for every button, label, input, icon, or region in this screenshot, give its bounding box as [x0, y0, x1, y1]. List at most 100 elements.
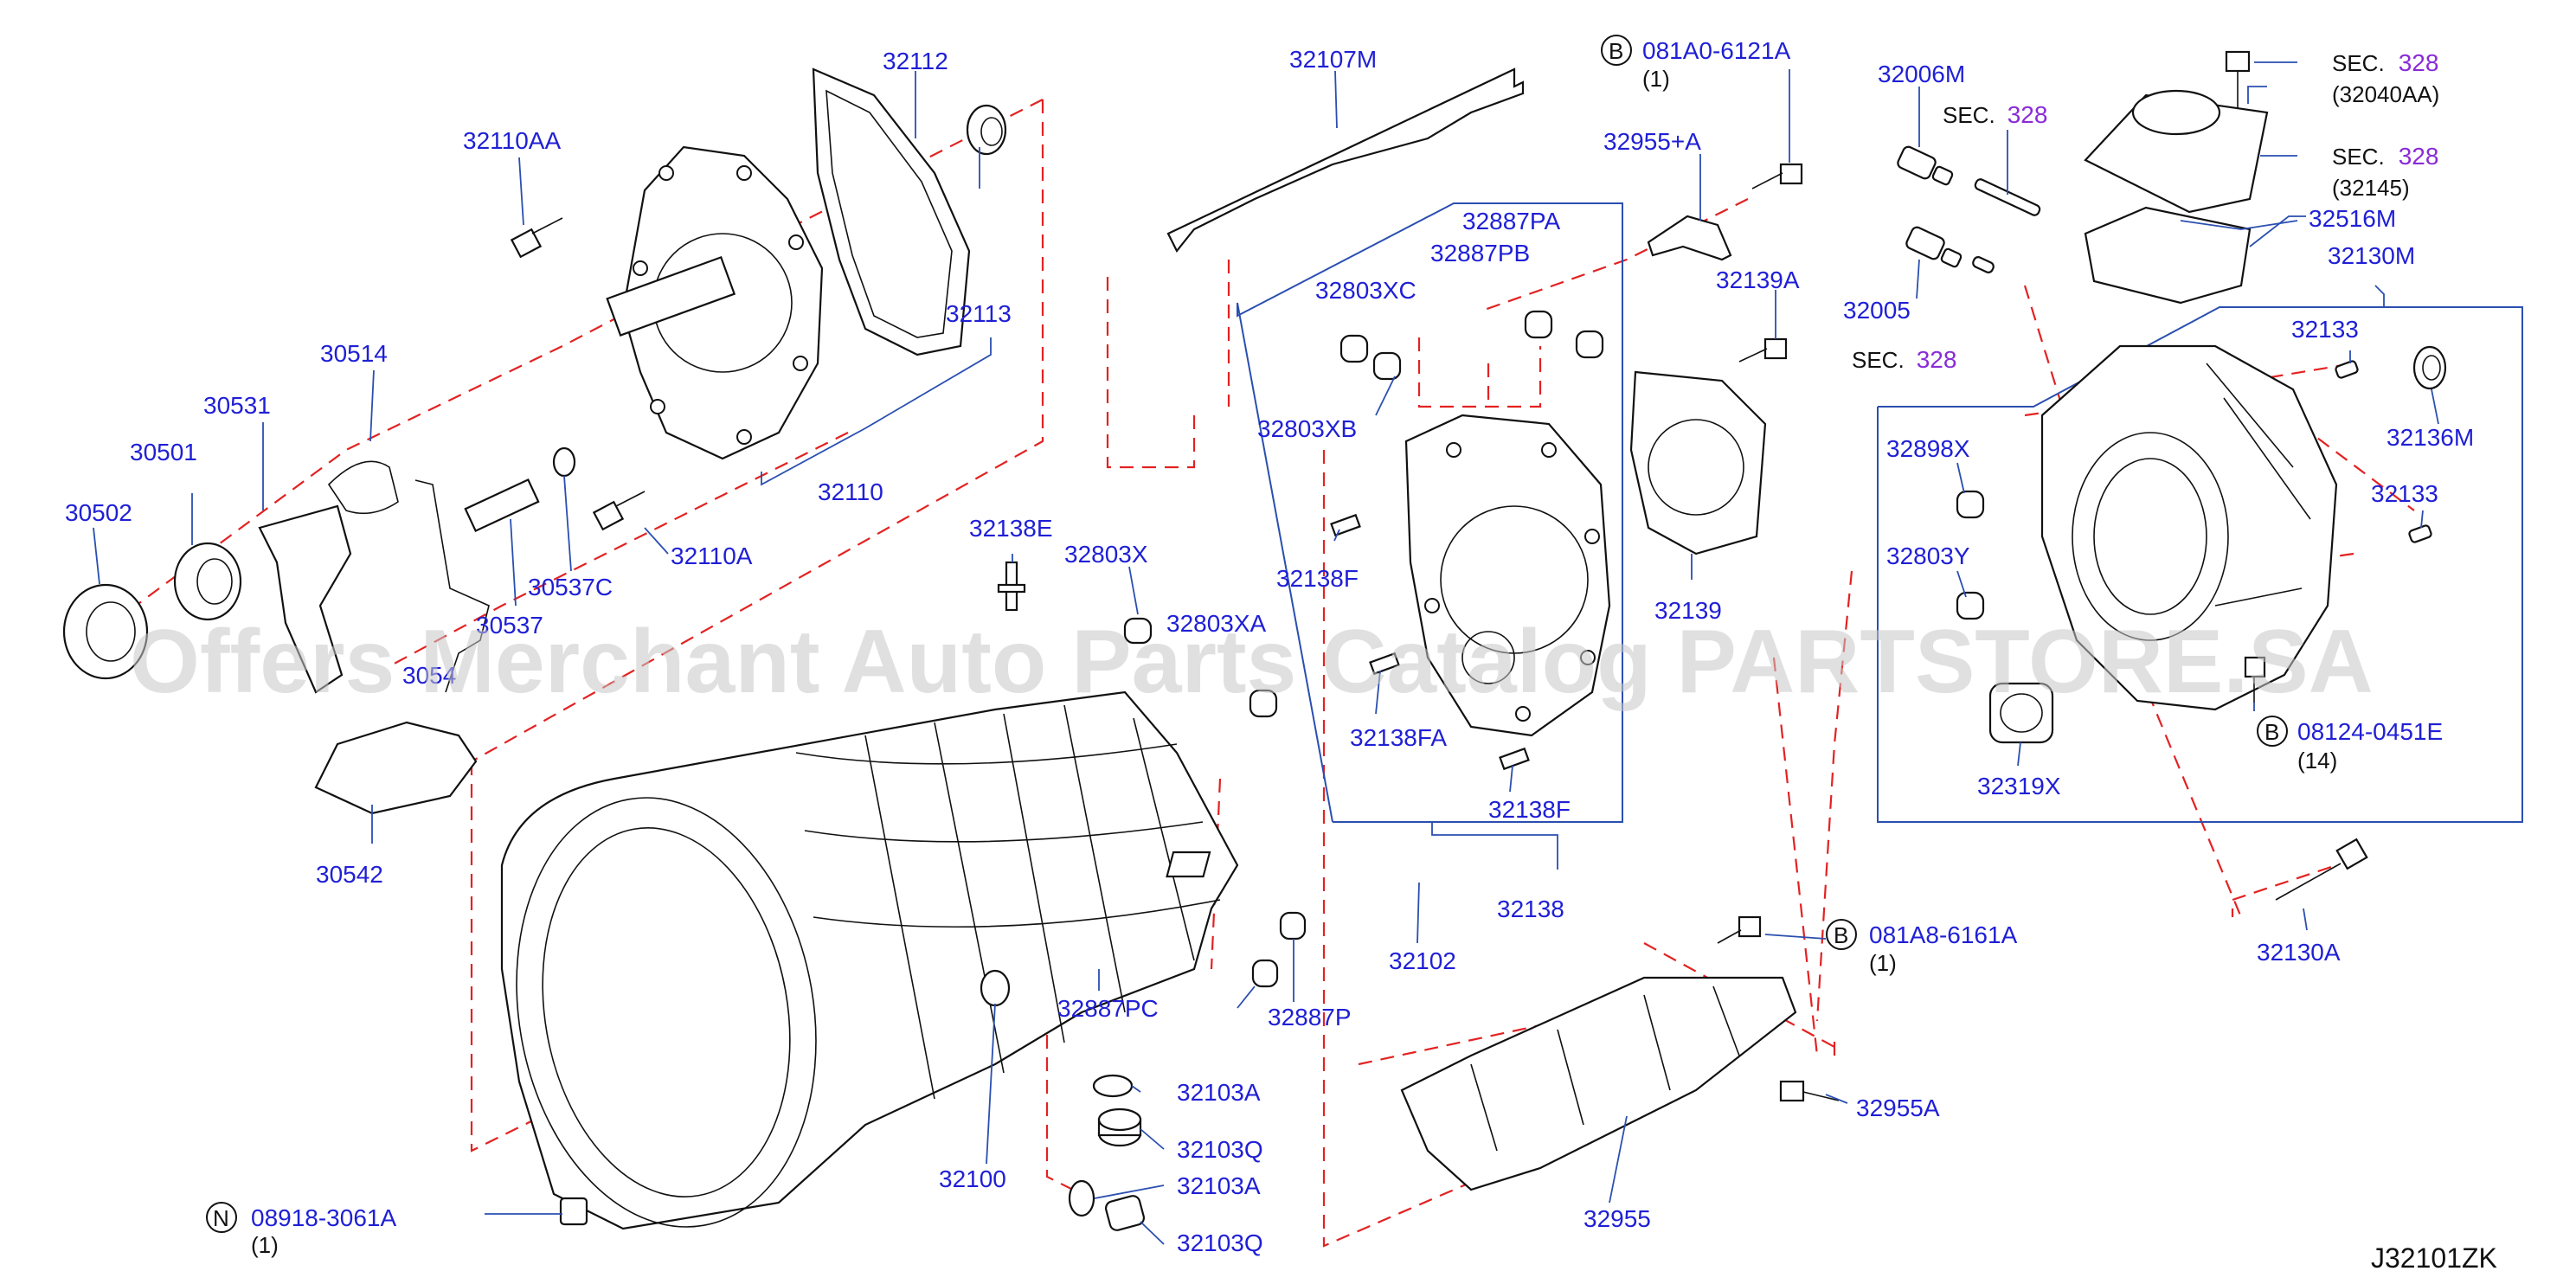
- part-30542-dust-boot: [314, 721, 478, 815]
- part-32107M-shift-rail: [1166, 67, 1525, 254]
- label-30537: 30537: [476, 612, 543, 639]
- label-32005: 32005: [1843, 297, 1911, 324]
- sec-ref-b: SEC.328: [1852, 346, 1956, 373]
- part-32006M-switch: [1897, 145, 1954, 186]
- part-32130A-bolt: [2275, 838, 2368, 901]
- part-32803XC-bushing: [1339, 334, 1369, 363]
- label-32112: 32112: [883, 48, 948, 74]
- watermark-text: Offers Merchant Auto Parts Catalog PARTS…: [130, 612, 2374, 712]
- label-32319X: 32319X: [1977, 773, 2061, 799]
- sec-ref-d-sub: (32145): [2332, 175, 2410, 201]
- section-references: SEC.328 SEC.328 SEC.328 (32040AA) SEC.32…: [1852, 49, 2439, 373]
- part-32103Q-plug-b: [1104, 1195, 1146, 1231]
- label-32103Q-a: 32103Q: [1177, 1136, 1263, 1163]
- group-box-32138: [1237, 202, 1623, 823]
- label-32138F-a: 32138F: [1276, 565, 1359, 592]
- part-32138-adapter-plate: [1404, 414, 1611, 737]
- part-32138E-stud: [997, 561, 1026, 612]
- part-081A0-6121A-bolt: [1751, 163, 1803, 189]
- sec-ref-d: SEC.328: [2332, 143, 2438, 170]
- svg-text:(1): (1): [1642, 66, 1670, 92]
- label-30537C: 30537C: [528, 574, 613, 600]
- sec-ref-c-sub: (32040AA): [2332, 81, 2439, 107]
- leader-lines: [93, 61, 2439, 1245]
- svg-text:B: B: [1834, 922, 1848, 948]
- label-32803X: 32803X: [1064, 541, 1148, 568]
- part-32898X-bushing: [1956, 490, 1985, 519]
- label-32130A: 32130A: [2257, 939, 2341, 966]
- fastener-callouts: B 081A0-6121A (1) B 08124-0451E (14) B 0…: [206, 35, 2443, 1258]
- part-32138FA-pin: [1369, 652, 1400, 676]
- label-32516M: 32516M: [2309, 205, 2396, 232]
- part-32040AA-bolt: [2225, 50, 2251, 108]
- part-08918-3061A-nut: [559, 1197, 588, 1226]
- svg-text:(14): (14): [2297, 748, 2337, 774]
- svg-text:(1): (1): [251, 1232, 279, 1258]
- part-32803Y-bushing: [1956, 591, 1985, 620]
- label-32138: 32138: [1497, 896, 1564, 922]
- part-32103A-washer-a: [1092, 1074, 1134, 1098]
- part-32955A-bolt: [1779, 1080, 1840, 1102]
- diagram-code: J32101ZK: [2371, 1242, 2497, 1274]
- svg-text:B: B: [2264, 719, 2279, 745]
- part-32130M-rear-case: [2040, 344, 2338, 711]
- label-32133-b: 32133: [2371, 480, 2438, 507]
- label-32887PC: 32887PC: [1057, 995, 1159, 1022]
- part-32803X-bushing: [1123, 617, 1153, 645]
- part-32103A-washer-b: [1068, 1179, 1095, 1217]
- part-32887P-bushing: [1279, 911, 1307, 941]
- label-32103A-b: 32103A: [1177, 1172, 1261, 1199]
- label-32139: 32139: [1654, 597, 1722, 624]
- part-08124-0451E-bolt: [2244, 656, 2266, 703]
- part-32138F-pin-a: [1330, 513, 1361, 537]
- label-32103Q-b: 32103Q: [1177, 1229, 1263, 1256]
- label-32100: 32100: [939, 1165, 1006, 1192]
- label-32102: 32102: [1389, 947, 1456, 974]
- part-32139-gasket: [1629, 370, 1767, 555]
- part-32136M-seal: [2412, 345, 2447, 390]
- part-32133-pin-b: [2408, 524, 2432, 543]
- fastener-081A8-6161A: B 081A8-6161A (1): [1826, 919, 2018, 976]
- svg-text:081A0-6121A: 081A0-6121A: [1642, 37, 1791, 64]
- svg-text:B: B: [1609, 38, 1623, 64]
- group-box-32130M: [1877, 306, 2523, 823]
- part-081A8-6161A-bolt: [1717, 915, 1762, 944]
- label-32133-a: 32133: [2291, 316, 2359, 343]
- label-32955: 32955: [1584, 1205, 1651, 1232]
- part-interlock-pin: [1972, 256, 1995, 273]
- label-30514: 30514: [320, 340, 388, 367]
- label-32110AA: 32110AA: [463, 127, 561, 154]
- part-32110A-bolt: [592, 491, 646, 531]
- part-32887PB-bushing: [1575, 330, 1604, 359]
- label-32887PB: 32887PB: [1430, 240, 1530, 266]
- svg-text:N: N: [213, 1205, 229, 1231]
- label-32887P: 32887P: [1268, 1004, 1352, 1030]
- label-32136M: 32136M: [2386, 424, 2474, 451]
- label-30501: 30501: [130, 439, 197, 465]
- label-32138FA: 32138FA: [1350, 724, 1447, 751]
- label-32887PA: 32887PA: [1462, 208, 1560, 234]
- label-30531: 30531: [203, 392, 271, 419]
- part-32112-gasket: [812, 67, 971, 356]
- part-30531-release-fork: [258, 504, 352, 694]
- fastener-08918-3061A: N 08918-3061A (1): [206, 1202, 396, 1258]
- part-32887PC-bushing: [1251, 959, 1279, 988]
- svg-text:08918-3061A: 08918-3061A: [251, 1204, 396, 1231]
- part-32102-magnet: [1166, 851, 1211, 878]
- part-32110-extension-cover: [606, 145, 824, 460]
- label-32103A-a: 32103A: [1177, 1079, 1261, 1106]
- part-32005-switch: [1905, 226, 1963, 268]
- label-32955plusA: 32955+A: [1603, 128, 1701, 155]
- part-32803XB-bushing: [1372, 351, 1402, 381]
- part-30501-release-bearing: [173, 542, 242, 621]
- label-32107M: 32107M: [1289, 46, 1377, 73]
- svg-text:081A8-6161A: 081A8-6161A: [1869, 921, 2018, 948]
- part-32887PA-bushing: [1524, 310, 1553, 339]
- part-32955-skid-guard: [1400, 976, 1797, 1191]
- part-labels: 32112 32110AA 32113 30514 30531 30501 30…: [65, 46, 2474, 1256]
- part-32516M-gasket: [2084, 206, 2252, 305]
- label-32113: 32113: [946, 300, 1012, 327]
- label-3054: 3054: [402, 662, 456, 689]
- label-32803XA: 32803XA: [1166, 610, 1267, 637]
